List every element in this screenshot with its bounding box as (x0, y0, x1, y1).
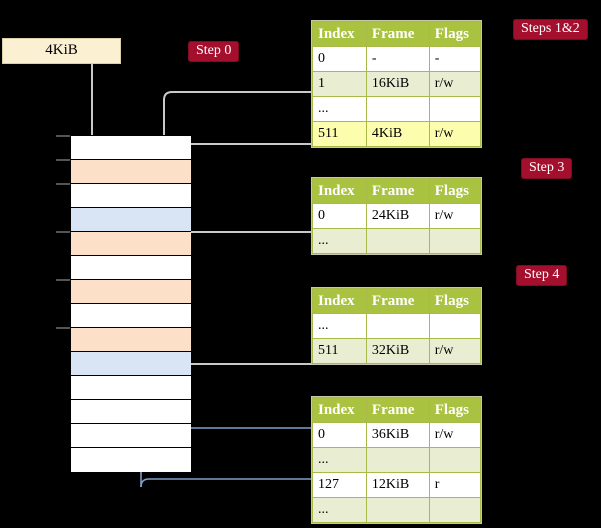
column-header-frame: Frame (365, 397, 430, 423)
cell-flags (428, 447, 482, 473)
cell-frame: 16KiB (365, 71, 430, 97)
memory-row (71, 376, 191, 400)
table-header-row: Index Frame Flags (312, 178, 482, 204)
cell-flags: r (428, 472, 482, 498)
badge-step-4: Step 4 (516, 265, 568, 286)
cell-frame (365, 228, 430, 254)
cell-flags: r/w (428, 71, 482, 97)
cell-flags (428, 228, 482, 254)
column-header-index: Index (312, 288, 367, 314)
cell-frame: 12KiB (365, 472, 430, 498)
memory-row (71, 160, 191, 184)
table-row: ... (312, 313, 482, 339)
memory-row (71, 208, 191, 232)
badge-step-0: Step 0 (188, 41, 240, 62)
cell-index: 511 (312, 121, 367, 147)
memory-column (70, 135, 191, 472)
table-row: ... (312, 96, 482, 122)
wire-table1-to-memory (169, 231, 312, 275)
cell-index: 0 (312, 203, 367, 229)
memory-row-tick (56, 327, 70, 329)
memory-row (71, 400, 191, 424)
column-header-index: Index (312, 178, 367, 204)
cell-index: ... (312, 96, 367, 122)
memory-row-tick (56, 135, 70, 137)
table-row: ... (312, 497, 482, 523)
column-header-index: Index (312, 21, 367, 47)
column-header-frame: Frame (365, 288, 430, 314)
badge-step-3: Step 3 (521, 158, 573, 179)
memory-row-tick (56, 159, 70, 161)
table-header-row: Index Frame Flags (312, 288, 482, 314)
cell-frame (365, 447, 430, 473)
memory-row-tick (56, 183, 70, 185)
cell-flags (428, 313, 482, 339)
cell-index: 0 (312, 46, 367, 72)
column-header-flags: Flags (428, 178, 482, 204)
table-header-row: Index Frame Flags (312, 397, 482, 423)
cell-frame: 36KiB (365, 422, 430, 448)
table-row: 0-- (312, 46, 482, 72)
column-header-index: Index (312, 397, 367, 423)
badge-steps-1-2: Steps 1&2 (513, 19, 588, 40)
cell-index: 511 (312, 338, 367, 364)
cell-index: ... (312, 497, 367, 523)
memory-row (71, 304, 191, 328)
column-header-flags: Flags (428, 288, 482, 314)
column-header-frame: Frame (365, 21, 430, 47)
cell-flags (428, 96, 482, 122)
table-row: ... (312, 228, 482, 254)
cell-frame: 32KiB (365, 338, 430, 364)
table-header-row: Index Frame Flags (312, 21, 482, 47)
frame-4kib-box: 4KiB (2, 38, 121, 64)
cell-frame: 24KiB (365, 203, 430, 229)
memory-row (71, 280, 191, 304)
column-header-frame: Frame (365, 178, 430, 204)
frame-4kib-label: 4KiB (45, 42, 78, 58)
cell-index: 1 (312, 71, 367, 97)
memory-row (71, 232, 191, 256)
cell-frame (365, 96, 430, 122)
memory-row (71, 328, 191, 352)
cell-flags: r/w (428, 338, 482, 364)
cell-frame (365, 497, 430, 523)
cell-flags (428, 497, 482, 523)
cell-index: ... (312, 313, 367, 339)
cell-flags: r/w (428, 203, 482, 229)
cell-frame: 4KiB (365, 121, 430, 147)
cell-flags: - (428, 46, 482, 72)
column-header-flags: Flags (428, 397, 482, 423)
cell-index: 127 (312, 472, 367, 498)
memory-row (71, 136, 191, 160)
memory-row (71, 448, 191, 472)
cell-index: ... (312, 447, 367, 473)
column-header-flags: Flags (428, 21, 482, 47)
wire-table2-to-memory (169, 308, 312, 365)
memory-row (71, 424, 191, 448)
memory-row (71, 256, 191, 280)
wire-table0-to-memory (155, 91, 312, 165)
cell-frame: - (365, 46, 430, 72)
cell-flags: r/w (428, 121, 482, 147)
cell-flags: r/w (428, 422, 482, 448)
cell-frame (365, 313, 430, 339)
table-row: ... (312, 447, 482, 473)
cell-index: ... (312, 228, 367, 254)
memory-row (71, 352, 191, 376)
memory-row (71, 184, 191, 208)
cell-index: 0 (312, 422, 367, 448)
memory-row-tick (56, 231, 70, 233)
memory-row-tick (56, 279, 70, 281)
